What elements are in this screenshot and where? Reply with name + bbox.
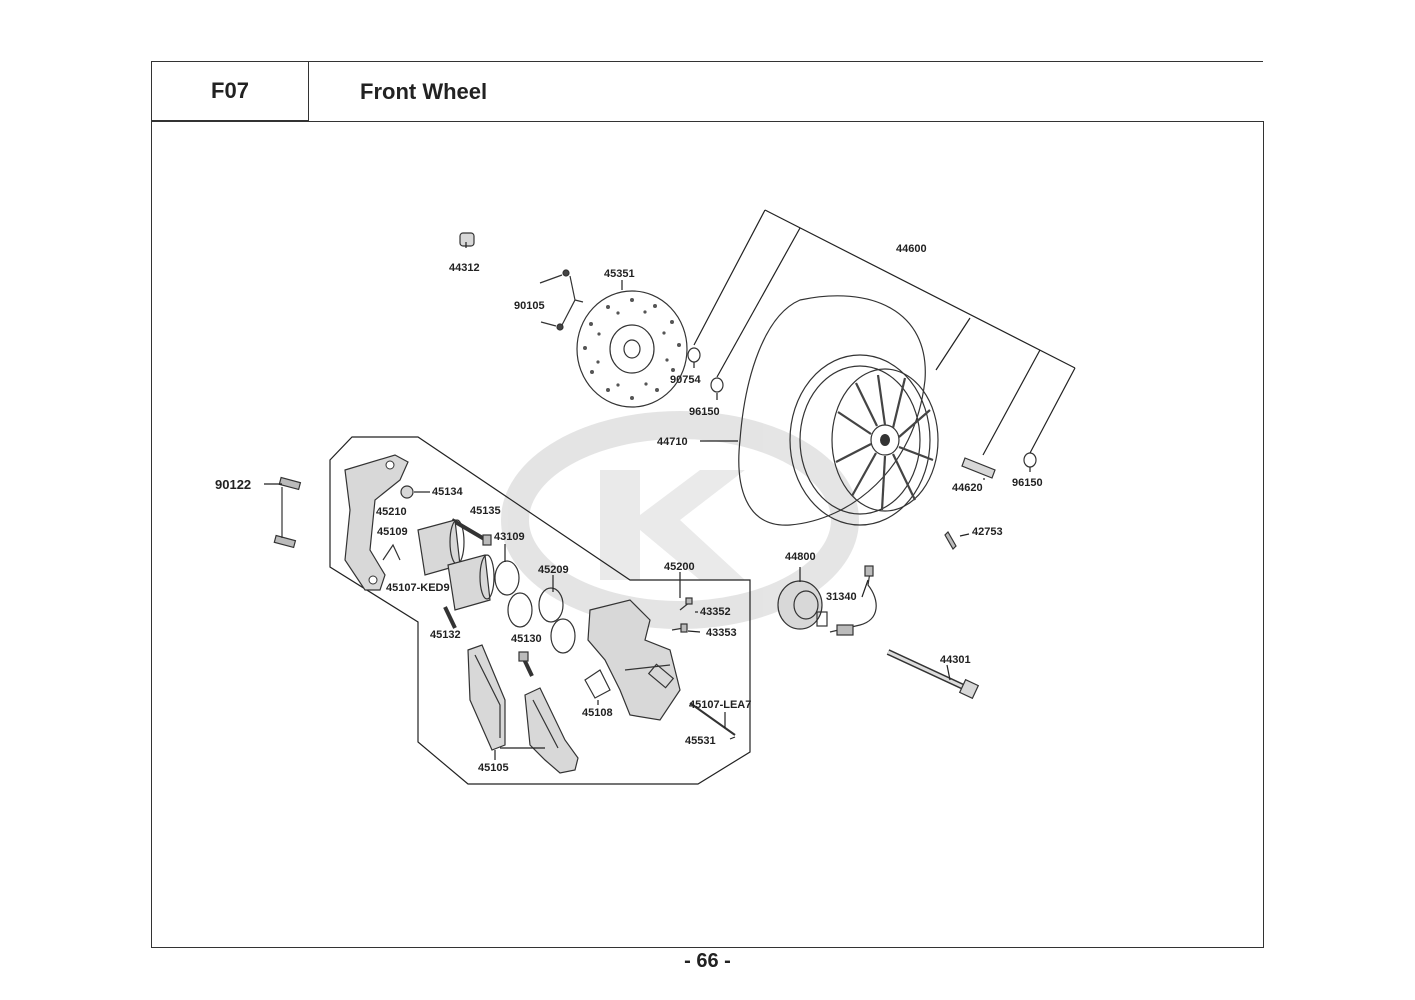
label-43352: 43352 (700, 606, 731, 618)
bleeder-screw-icon (400, 485, 414, 499)
pad-spring-icon (382, 543, 401, 561)
axle-icon (886, 649, 980, 700)
label-45200: 45200 (664, 561, 695, 573)
label-45209: 45209 (538, 564, 569, 576)
slide-pin-icon (443, 518, 736, 736)
label-45107-ked9: 45107-KED9 (386, 582, 450, 594)
caliper-bracket-icon (344, 454, 409, 591)
brake-disc-icon (576, 290, 688, 408)
piston-seal-icon (494, 560, 576, 654)
label-44301: 44301 (940, 654, 971, 666)
label-43353: 43353 (706, 627, 737, 639)
bracket-bolt-icon (273, 476, 302, 549)
label-45531: 45531 (685, 735, 716, 747)
label-43109: 43109 (494, 531, 525, 543)
label-96150-b: 96150 (1012, 477, 1043, 489)
label-45107-lea7: 45107-LEA7 (689, 699, 751, 711)
section-code: F07 (151, 61, 309, 121)
piston-icon (417, 519, 495, 611)
label-90105: 90105 (514, 300, 545, 312)
label-45134: 45134 (432, 486, 463, 498)
label-96150-a: 96150 (689, 406, 720, 418)
label-45132: 45132 (430, 629, 461, 641)
label-42753: 42753 (972, 526, 1003, 538)
label-45351: 45351 (604, 268, 635, 280)
label-45108: 45108 (582, 707, 613, 719)
label-44800: 44800 (785, 551, 816, 563)
spacer-icon (961, 457, 996, 479)
label-45105: 45105 (478, 762, 509, 774)
pad-spring-icon (584, 669, 611, 699)
label-31340: 31340 (826, 591, 857, 603)
page-title: Front Wheel (308, 61, 1263, 122)
label-45210: 45210 (376, 506, 407, 518)
collar-icon (459, 232, 475, 247)
speedometer-gear-icon (777, 580, 828, 630)
part-labels: 44312 45351 90105 44600 90754 96150 4471… (215, 243, 1043, 774)
label-45109: 45109 (377, 526, 408, 538)
page-number: - 66 - (684, 950, 731, 972)
disc-bolt-icon (539, 269, 584, 331)
sensor-cable-icon (829, 565, 877, 636)
front-wheel-icon (738, 295, 939, 526)
caliper-assembly-outline (329, 436, 751, 785)
air-valve-icon (944, 531, 957, 550)
label-90754: 90754 (670, 374, 701, 386)
caliper-body-icon (587, 599, 681, 721)
label-90122: 90122 (215, 477, 251, 492)
diagram-frame (151, 121, 1264, 948)
leader-lines (264, 209, 1076, 760)
label-44312: 44312 (449, 262, 480, 274)
label-45130: 45130 (511, 633, 542, 645)
label-44600: 44600 (896, 243, 927, 255)
kymco-watermark-logo (501, 411, 859, 629)
label-44620: 44620 (952, 482, 983, 494)
brake-pad-icon (467, 644, 579, 774)
label-44710: 44710 (657, 436, 688, 448)
bleeder-icon (671, 597, 693, 633)
label-45135: 45135 (470, 505, 501, 517)
